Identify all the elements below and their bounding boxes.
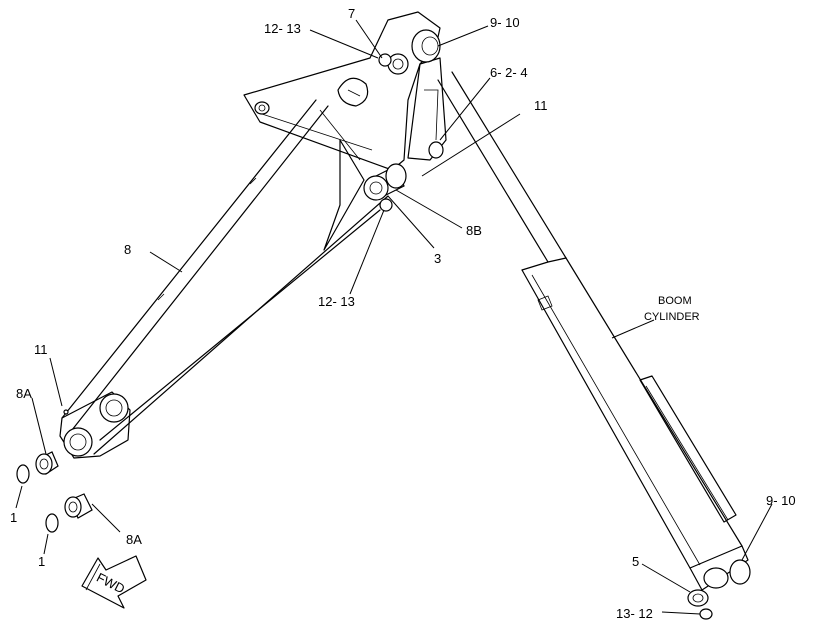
label-9-10-top: 9- 10 [490,15,520,30]
label-3: 3 [434,251,441,266]
boom-structure [59,11,447,459]
label-13-12: 13- 12 [616,606,653,621]
label-11-left: 11 [34,342,48,357]
foot-pin-parts [16,451,93,533]
label-1-bottom: 1 [38,554,45,569]
label-cylinder: CYLINDER [644,311,700,323]
label-7: 7 [348,6,355,21]
boom-cylinder [437,71,751,620]
label-6-2-4: 6- 2- 4 [490,65,528,80]
label-9-10-bottom: 9- 10 [766,493,796,508]
label-8b: 8B [466,223,482,238]
label-8: 8 [124,242,131,257]
label-8a-bottom: 8A [126,532,142,547]
label-12-13-mid: 12- 13 [318,294,355,309]
label-5: 5 [632,554,639,569]
callout-labels: 12- 13 7 9- 10 6- 2- 4 11 8 8B 3 12- 13 … [10,6,796,621]
leader-lines [15,19,773,615]
label-12-13-top: 12- 13 [264,21,301,36]
label-8a-top: 8A [16,386,32,401]
label-11-top: 11 [534,98,548,113]
label-boom: BOOM [658,295,692,307]
label-1-top: 1 [10,510,17,525]
fwd-arrow-icon: FWD [81,555,147,609]
fwd-label: FWD [94,570,127,597]
